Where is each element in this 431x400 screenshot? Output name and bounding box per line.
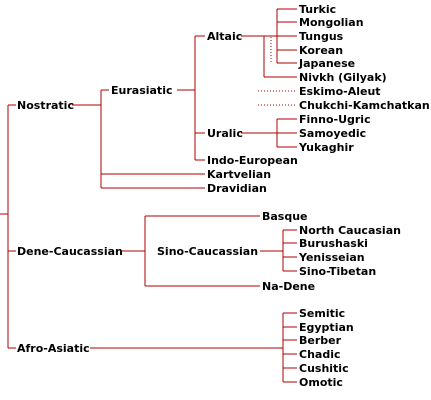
node-korean: Korean	[299, 44, 343, 57]
node-eskimo-aleut: Eskimo-Aleut	[299, 85, 381, 98]
node-afro-asiatic: Afro-Asiatic	[17, 342, 90, 355]
node-uralic: Uralic	[207, 127, 243, 140]
node-dene-caucassian: Dene-Caucassian	[17, 245, 123, 258]
node-sino-caucassian: Sino-Caucassian	[157, 245, 258, 258]
node-semitic: Semitic	[299, 307, 345, 320]
label-bg-nostratic	[16, 97, 72, 113]
node-tungus: Tungus	[299, 30, 344, 43]
node-basque: Basque	[262, 210, 308, 223]
node-na-dene: Na-Dene	[262, 280, 315, 293]
label-bg-dene-caucassian	[16, 243, 120, 259]
node-nivkh: Nivkh (Gilyak)	[299, 71, 387, 84]
node-altaic: Altaic	[207, 30, 242, 43]
node-samoyedic: Samoyedic	[299, 127, 366, 140]
tree-labels: Nostratic Dene-Caucassian Afro-Asiatic E…	[16, 3, 430, 389]
node-indo-european: Indo-European	[207, 154, 298, 167]
node-omotic: Omotic	[299, 376, 343, 389]
node-sino-tibetan: Sino-Tibetan	[299, 265, 376, 278]
node-kartvelian: Kartvelian	[207, 168, 271, 181]
node-burushaski: Burushaski	[299, 237, 368, 250]
node-turkic: Turkic	[299, 3, 336, 16]
node-finno-ugric: Finno-Ugric	[299, 113, 371, 126]
node-chukchi-kamchatkan: Chukchi-Kamchatkan	[299, 99, 430, 112]
node-mongolian: Mongolian	[299, 16, 364, 29]
node-eurasiatic: Eurasiatic	[111, 84, 172, 97]
node-yenisseian: Yenisseian	[298, 251, 365, 264]
tree-connectors	[0, 8, 297, 383]
label-bg-sino-caucassian	[156, 243, 260, 259]
node-nostratic: Nostratic	[17, 99, 74, 112]
label-bg-eurasiatic	[109, 82, 177, 98]
node-berber: Berber	[299, 334, 342, 347]
node-japanese: Japanese	[298, 57, 355, 70]
node-yukaghir: Yukaghir	[298, 141, 354, 154]
label-bg-afro-asiatic	[16, 340, 90, 356]
node-chadic: Chadic	[299, 348, 341, 361]
node-cushitic: Cushitic	[299, 362, 349, 375]
node-dravidian: Dravidian	[207, 182, 267, 195]
node-egyptian: Egyptian	[299, 321, 354, 334]
node-north-caucasian: North Caucasian	[299, 224, 401, 237]
